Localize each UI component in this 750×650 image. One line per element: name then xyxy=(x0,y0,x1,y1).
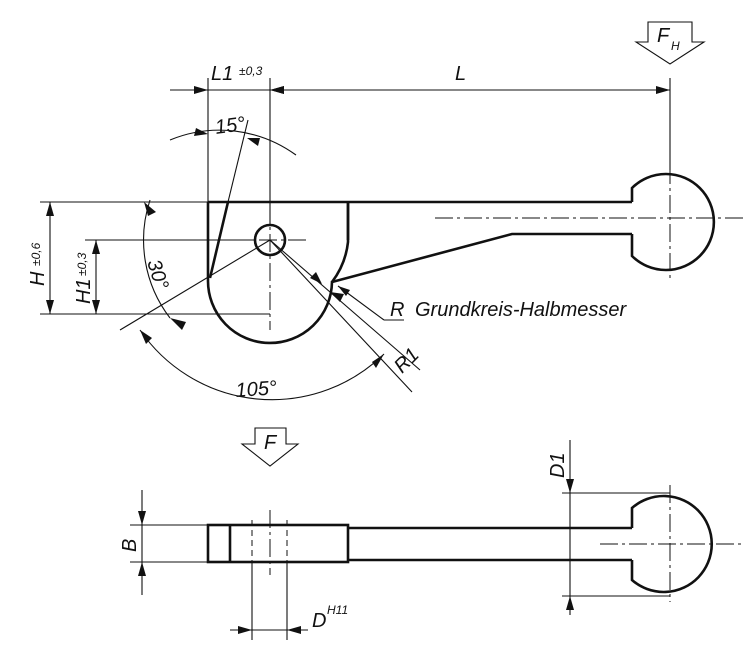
leader-r1 xyxy=(269,239,421,371)
label-r-note: Grundkreis-Halbmesser xyxy=(415,299,628,321)
arrow-30-bottom xyxy=(170,318,186,330)
arrow-r1-b xyxy=(330,292,344,302)
arrow-15-right xyxy=(247,138,260,146)
lever-side-body xyxy=(206,523,350,564)
arrow-b-top xyxy=(138,511,146,525)
ball-knob xyxy=(630,172,716,272)
label-l1-tol: ±0,3 xyxy=(239,64,263,78)
arrow-d1-bottom xyxy=(566,596,574,610)
label-h1-tol: ±0,3 xyxy=(75,252,89,276)
arrow-h1-top xyxy=(92,240,100,254)
arrow-15-left xyxy=(194,128,208,136)
arrow-l-right xyxy=(656,86,670,94)
arc-15 xyxy=(169,129,297,156)
label-h1: H1 xyxy=(73,278,95,304)
lever-outline xyxy=(206,200,632,345)
side-view xyxy=(130,427,745,640)
arrow-l-left xyxy=(270,86,284,94)
arrow-d1-top xyxy=(566,479,574,493)
arrow-r xyxy=(338,286,350,296)
label-f: F xyxy=(264,432,278,454)
label-h-tol: ±0,6 xyxy=(29,242,43,266)
arc-30 xyxy=(143,199,171,319)
arrow-105-left xyxy=(140,330,152,344)
arrow-h1-bottom xyxy=(92,300,100,314)
ext-line-30 xyxy=(119,239,271,331)
label-angle-105: 105° xyxy=(235,377,278,402)
arc-105 xyxy=(139,329,385,401)
label-d-tol: H11 xyxy=(327,603,348,617)
label-angle-15: 15° xyxy=(214,113,247,139)
ext-line-105 xyxy=(269,239,413,393)
arrow-30-top xyxy=(144,202,156,216)
arrow-h-top xyxy=(46,202,54,216)
label-fh: F xyxy=(657,25,671,47)
label-h: H xyxy=(27,271,49,286)
force-arrow-f xyxy=(240,427,300,467)
arrow-r1-a xyxy=(310,272,322,284)
arrow-105-right xyxy=(372,354,384,368)
label-d1: D1 xyxy=(547,452,569,478)
label-r: R xyxy=(390,299,404,321)
arrow-d-left xyxy=(238,626,252,634)
label-l1: L1 xyxy=(211,63,233,85)
arrow-l1-left xyxy=(194,86,208,94)
arrow-b-bottom xyxy=(138,562,146,576)
arrow-d-right xyxy=(287,626,301,634)
label-angle-30: 30° xyxy=(142,257,172,293)
ext-line-15 xyxy=(227,119,249,203)
label-b: B xyxy=(119,539,141,552)
label-d: D xyxy=(312,610,326,632)
top-view xyxy=(40,21,745,401)
label-fh-sub: H xyxy=(671,39,680,53)
arrow-h-bottom xyxy=(46,300,54,314)
label-l: L xyxy=(455,63,466,85)
force-arrow-fh xyxy=(634,21,706,65)
